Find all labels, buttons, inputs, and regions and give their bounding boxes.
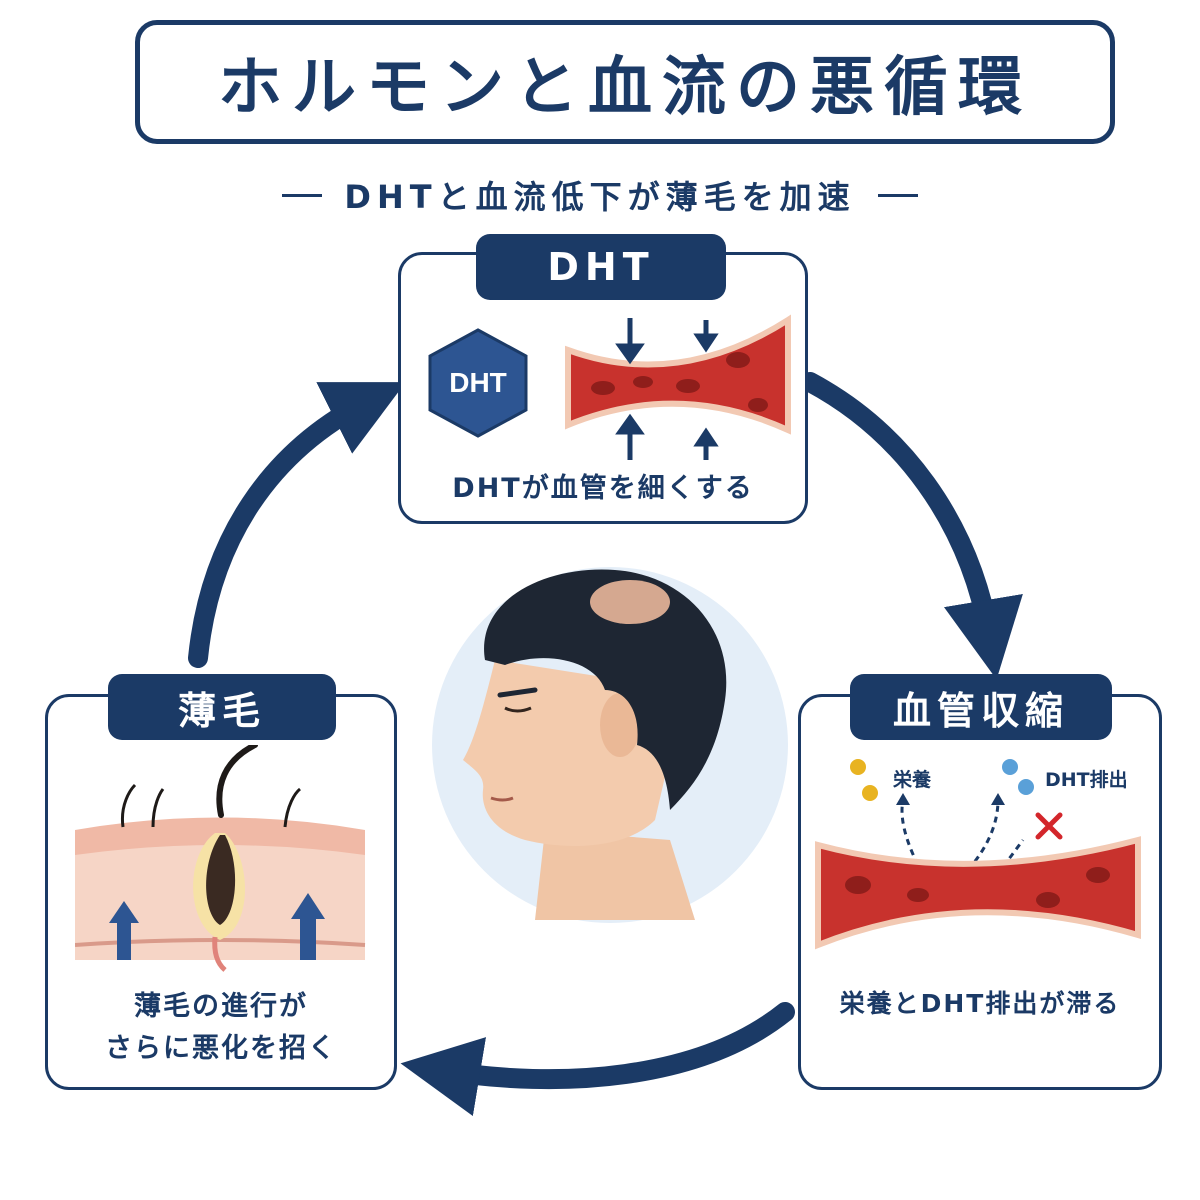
title-box: ホルモンと血流の悪循環 — [135, 20, 1115, 144]
compression-arrows — [615, 318, 719, 460]
vasoconstriction-header: 血管収縮 — [850, 674, 1112, 740]
blocked-cross-icon — [1035, 812, 1063, 840]
thinning-caption-line1: 薄毛の進行が — [134, 991, 308, 1022]
hair-follicle-illustration — [75, 745, 366, 972]
nutrition-label: 栄養 — [893, 769, 932, 791]
dht-illustration: DHT — [428, 314, 791, 460]
dht-excretion-label: DHT排出 — [1045, 769, 1128, 791]
cycle-arrow-right — [800, 372, 1023, 680]
vasoconstriction-illustration — [815, 759, 1141, 950]
subtitle: DHTと血流低下が薄毛を加速 — [0, 170, 1200, 220]
upward-arrows — [109, 893, 325, 960]
dht-caption: DHTが血管を細くする — [452, 473, 754, 504]
thinning-caption: 薄毛の進行が さらに悪化を招く — [45, 986, 397, 1070]
thinning-caption-line2: さらに悪化を招く — [105, 1032, 337, 1064]
thinning-header: 薄毛 — [108, 674, 336, 740]
dht-badge-text: DHT — [449, 367, 507, 398]
subtitle-dash-right — [877, 193, 918, 197]
subtitle-text: DHTと血流低下が薄毛を加速 — [344, 178, 856, 216]
cycle-arrow-bottom — [400, 1002, 795, 1117]
page-title: ホルモンと血流の悪循環 — [218, 51, 1032, 125]
vasoconstriction-caption: 栄養とDHT排出が滞る — [839, 989, 1121, 1018]
cycle-arrow-left — [188, 382, 406, 668]
head-illustration — [432, 567, 788, 923]
subtitle-dash-left — [282, 193, 323, 197]
dht-header: DHT — [476, 234, 726, 300]
